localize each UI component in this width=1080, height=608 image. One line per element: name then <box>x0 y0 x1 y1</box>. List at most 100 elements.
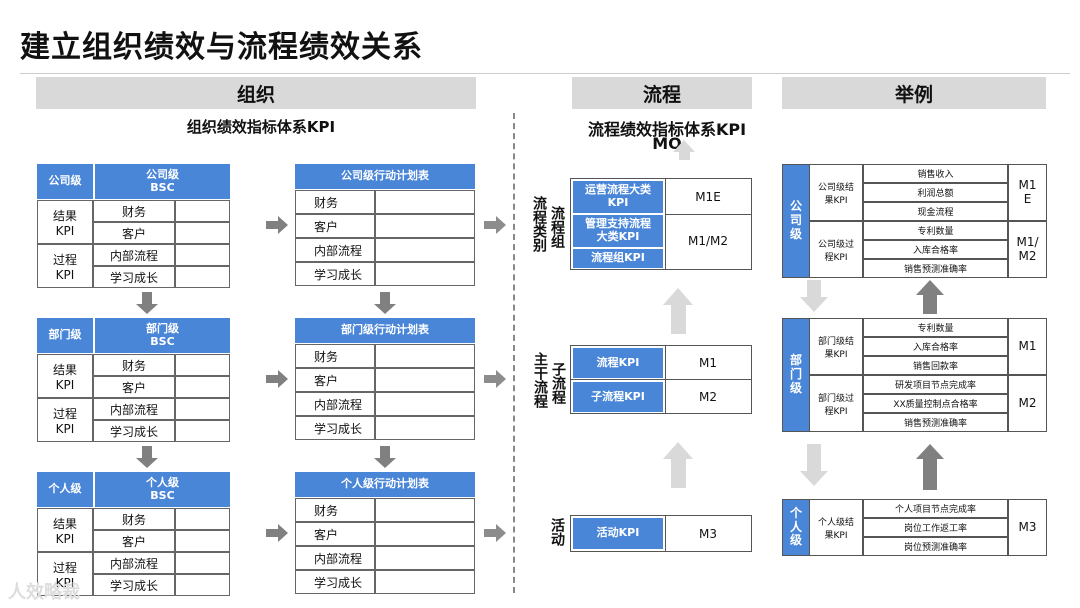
divider <box>570 379 752 380</box>
plan-internal: 内部流程 <box>295 238 375 262</box>
example-kpi-item: XX质量控制点合格率 <box>863 394 1008 413</box>
arrow-down-bsc-1-head <box>136 304 158 314</box>
arrow-up-example-1 <box>923 295 937 314</box>
plan-customer: 客户 <box>295 368 375 392</box>
header-example: 举例 <box>782 77 1046 109</box>
arrow-down-plan-1-head <box>374 304 396 314</box>
section-divider <box>513 113 515 593</box>
plan-customer: 客户 <box>295 522 375 546</box>
process-bot-m: M3 <box>666 518 750 549</box>
example-kpi-item: 专利数量 <box>863 221 1008 240</box>
arrow-up-process-2-head <box>663 442 693 459</box>
arrow-bsc-to-plan-head <box>278 370 288 388</box>
arrow-plan-to-process <box>484 221 496 229</box>
bsc-finance-value <box>175 200 230 222</box>
plan-learning-value <box>375 262 475 286</box>
example-kpi-item: 利润总额 <box>863 183 1008 202</box>
example-personal-label: 个人级 <box>783 500 809 555</box>
arrow-down-plan-2 <box>380 446 390 458</box>
example-dept-label: 部门级 <box>783 319 809 431</box>
arrow-up-example-2-head <box>916 444 944 459</box>
arrow-down-bsc-1 <box>142 292 152 304</box>
arrow-down-plan-1 <box>380 292 390 304</box>
arrow-plan-to-process-head <box>496 524 506 542</box>
plan-learning-value <box>375 416 475 440</box>
arrow-up-mo-head <box>673 140 695 152</box>
process-mid-m: M1 <box>666 348 750 378</box>
plan-finance: 财务 <box>295 190 375 214</box>
bsc-internal: 内部流程 <box>93 398 175 420</box>
plan-finance: 财务 <box>295 344 375 368</box>
arrow-down-bsc-2 <box>142 446 152 458</box>
bsc-learning-value <box>175 266 230 288</box>
example-company-group: 公司级过程KPI <box>809 221 863 278</box>
plan-learning-value <box>375 570 475 594</box>
example-kpi-item: 入库合格率 <box>863 337 1008 356</box>
plan-internal-value <box>375 392 475 416</box>
plan-learning: 学习成长 <box>295 416 375 440</box>
bsc-learning-value <box>175 574 230 596</box>
divider <box>665 179 666 269</box>
bsc-internal-value <box>175 398 230 420</box>
example-dept-m: M1 <box>1008 318 1047 375</box>
watermark: 人效略裁 <box>8 582 80 603</box>
bsc-customer: 客户 <box>93 222 175 244</box>
header-process: 流程 <box>572 77 752 109</box>
divider <box>665 516 666 551</box>
bsc-finance-value <box>175 508 230 530</box>
arrow-up-example-1-head <box>916 280 944 295</box>
arrow-plan-to-process <box>484 529 496 537</box>
bsc-learning: 学习成长 <box>93 420 175 442</box>
process-top-item: 流程组KPI <box>573 249 663 268</box>
header-org: 组织 <box>36 77 476 109</box>
bsc-finance: 财务 <box>93 200 175 222</box>
label-main-process: 主干流程 <box>532 352 548 408</box>
example-kpi-item: 岗位工作返工率 <box>863 518 1008 537</box>
bsc-customer: 客户 <box>93 530 175 552</box>
arrow-bsc-to-plan-head <box>278 524 288 542</box>
bsc-finance: 财务 <box>93 354 175 376</box>
example-personal-m: M3 <box>1008 499 1047 556</box>
arrow-plan-to-process <box>484 375 496 383</box>
example-kpi-item: 销售收入 <box>863 164 1008 183</box>
level-label: 个人级 <box>37 472 93 507</box>
bsc-finance-value <box>175 354 230 376</box>
arrow-up-process-2 <box>670 459 686 488</box>
bsc-customer-value <box>175 376 230 398</box>
process-top-m: M1/M2 <box>666 226 750 256</box>
plan-finance: 财务 <box>295 498 375 522</box>
arrow-down-example-2 <box>807 444 821 471</box>
example-personal-group: 个人级结果KPI <box>809 499 863 556</box>
plan-finance-value <box>375 498 475 522</box>
arrow-down-example-1 <box>807 280 821 297</box>
bsc-internal: 内部流程 <box>93 552 175 574</box>
plan-learning: 学习成长 <box>295 570 375 594</box>
process-bot-item: 活动KPI <box>573 518 663 549</box>
bsc-learning: 学习成长 <box>93 266 175 288</box>
subtitle-process: 流程绩效指标体系KPI <box>587 120 747 139</box>
plan-internal-value <box>375 238 475 262</box>
subtitle-process-mo: MO <box>652 134 682 153</box>
bsc-internal-value <box>175 552 230 574</box>
label-sub-process: 子流程 <box>550 362 566 404</box>
bsc-customer-value <box>175 530 230 552</box>
plan-finance-value <box>375 190 475 214</box>
example-dept-group: 部门级过程KPI <box>809 375 863 432</box>
plan-customer-value <box>375 368 475 392</box>
subtitle-org: 组织绩效指标体系KPI <box>186 118 336 136</box>
arrow-up-process-1 <box>670 305 686 334</box>
bsc-internal: 内部流程 <box>93 244 175 266</box>
level-label: 部门级 <box>37 318 93 353</box>
label-process-group: 流程组 <box>549 206 565 248</box>
level-label: 公司级 <box>37 164 93 199</box>
bsc-customer: 客户 <box>93 376 175 398</box>
arrow-down-example-2-head <box>800 471 828 486</box>
arrow-down-bsc-2-head <box>136 458 158 468</box>
